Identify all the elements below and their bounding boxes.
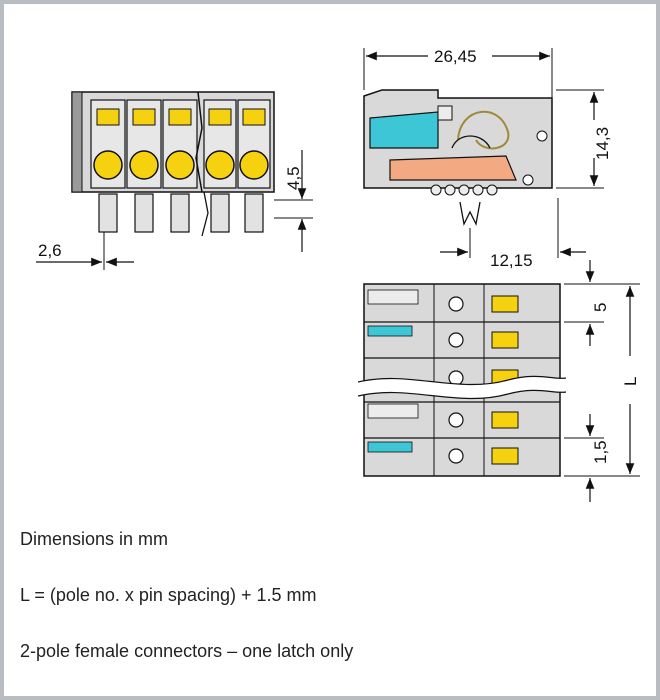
note-units: Dimensions in mm	[20, 529, 169, 549]
note-latch: 2-pole female connectors – one latch onl…	[20, 641, 354, 661]
dimension-pitch: 5	[591, 303, 610, 312]
dimension-pin-offset: 4,5	[284, 166, 303, 190]
note-length-formula: L = (pole no. x pin spacing) + 1.5 mm	[20, 585, 317, 605]
top-view-dimensions	[564, 260, 640, 502]
dimension-length: L	[621, 377, 640, 386]
front-pole	[237, 99, 271, 233]
front-view	[71, 91, 275, 237]
side-view	[363, 89, 553, 227]
dimension-pin-depth: 12,15	[490, 251, 533, 270]
dimension-end-margin: 1,5	[591, 440, 610, 464]
top-pole	[448, 331, 519, 349]
front-pole	[90, 99, 126, 233]
dimension-height: 14,3	[593, 127, 612, 160]
front-view-dimensions	[36, 150, 313, 270]
side-view-dimensions	[363, 48, 604, 258]
dimension-edge-offset: 2,6	[38, 241, 62, 260]
top-pole	[448, 411, 519, 429]
top-pole	[448, 447, 519, 465]
top-view	[357, 283, 567, 477]
dimension-width-total: 26,45	[434, 47, 477, 66]
top-pole	[448, 295, 519, 313]
front-pole	[203, 99, 237, 233]
front-pole	[162, 99, 198, 233]
front-pole	[126, 99, 162, 233]
connector-dimension-drawing: 4,5 2,6	[36, 47, 640, 502]
